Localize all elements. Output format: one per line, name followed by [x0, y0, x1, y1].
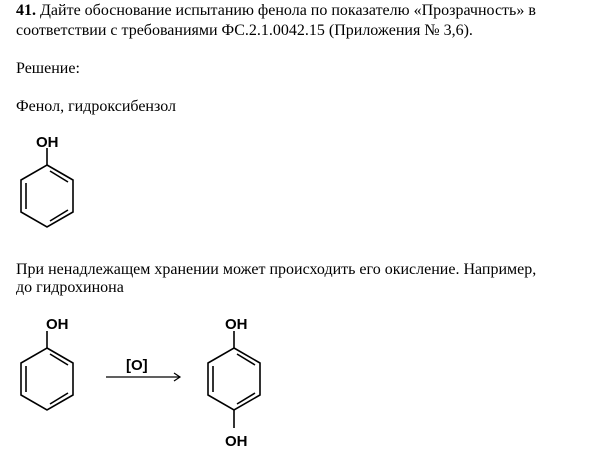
hydroquinone-structure [207, 331, 261, 428]
reactant-double-bond-2 [49, 392, 69, 405]
compound-name: Фенол, гидроксибензол [16, 98, 176, 115]
phenol-structure [20, 148, 74, 228]
phenol-oh-label: OH [36, 134, 59, 151]
oxidation-text-line-2: до гидрохинона [16, 279, 124, 296]
reaction-arrow [106, 372, 182, 382]
question-text-line-1: Дайте обоснование испытанию фенола по по… [40, 2, 536, 19]
solution-label: Решение: [16, 60, 80, 77]
hydroquinone-top-oh-label: OH [225, 316, 248, 333]
reactant-ring [20, 347, 74, 411]
hydroquinone-ring [207, 347, 261, 411]
question-number: 41. [16, 2, 36, 19]
question-line-1: 41. Дайте обоснование испытанию фенола п… [16, 1, 536, 20]
phenol-ring [20, 164, 74, 228]
hydroquinone-double-bond-2 [236, 392, 256, 405]
phenol-double-bond-2 [49, 209, 69, 222]
oxidation-text-line-1: При ненадлежащем хранении может происход… [16, 261, 537, 278]
question-line-2: соответствии с требованиями ФС.2.1.0042.… [16, 22, 473, 39]
hydroquinone-double-bond-1 [236, 353, 256, 366]
phenol-double-bond-1 [49, 170, 69, 183]
reagent-label: [O] [126, 357, 148, 374]
reactant-oh-label: OH [46, 316, 69, 333]
hydroquinone-bottom-oh-label: OH [225, 433, 248, 450]
reactant-phenol-structure [20, 331, 74, 411]
reactant-double-bond-1 [49, 353, 69, 366]
